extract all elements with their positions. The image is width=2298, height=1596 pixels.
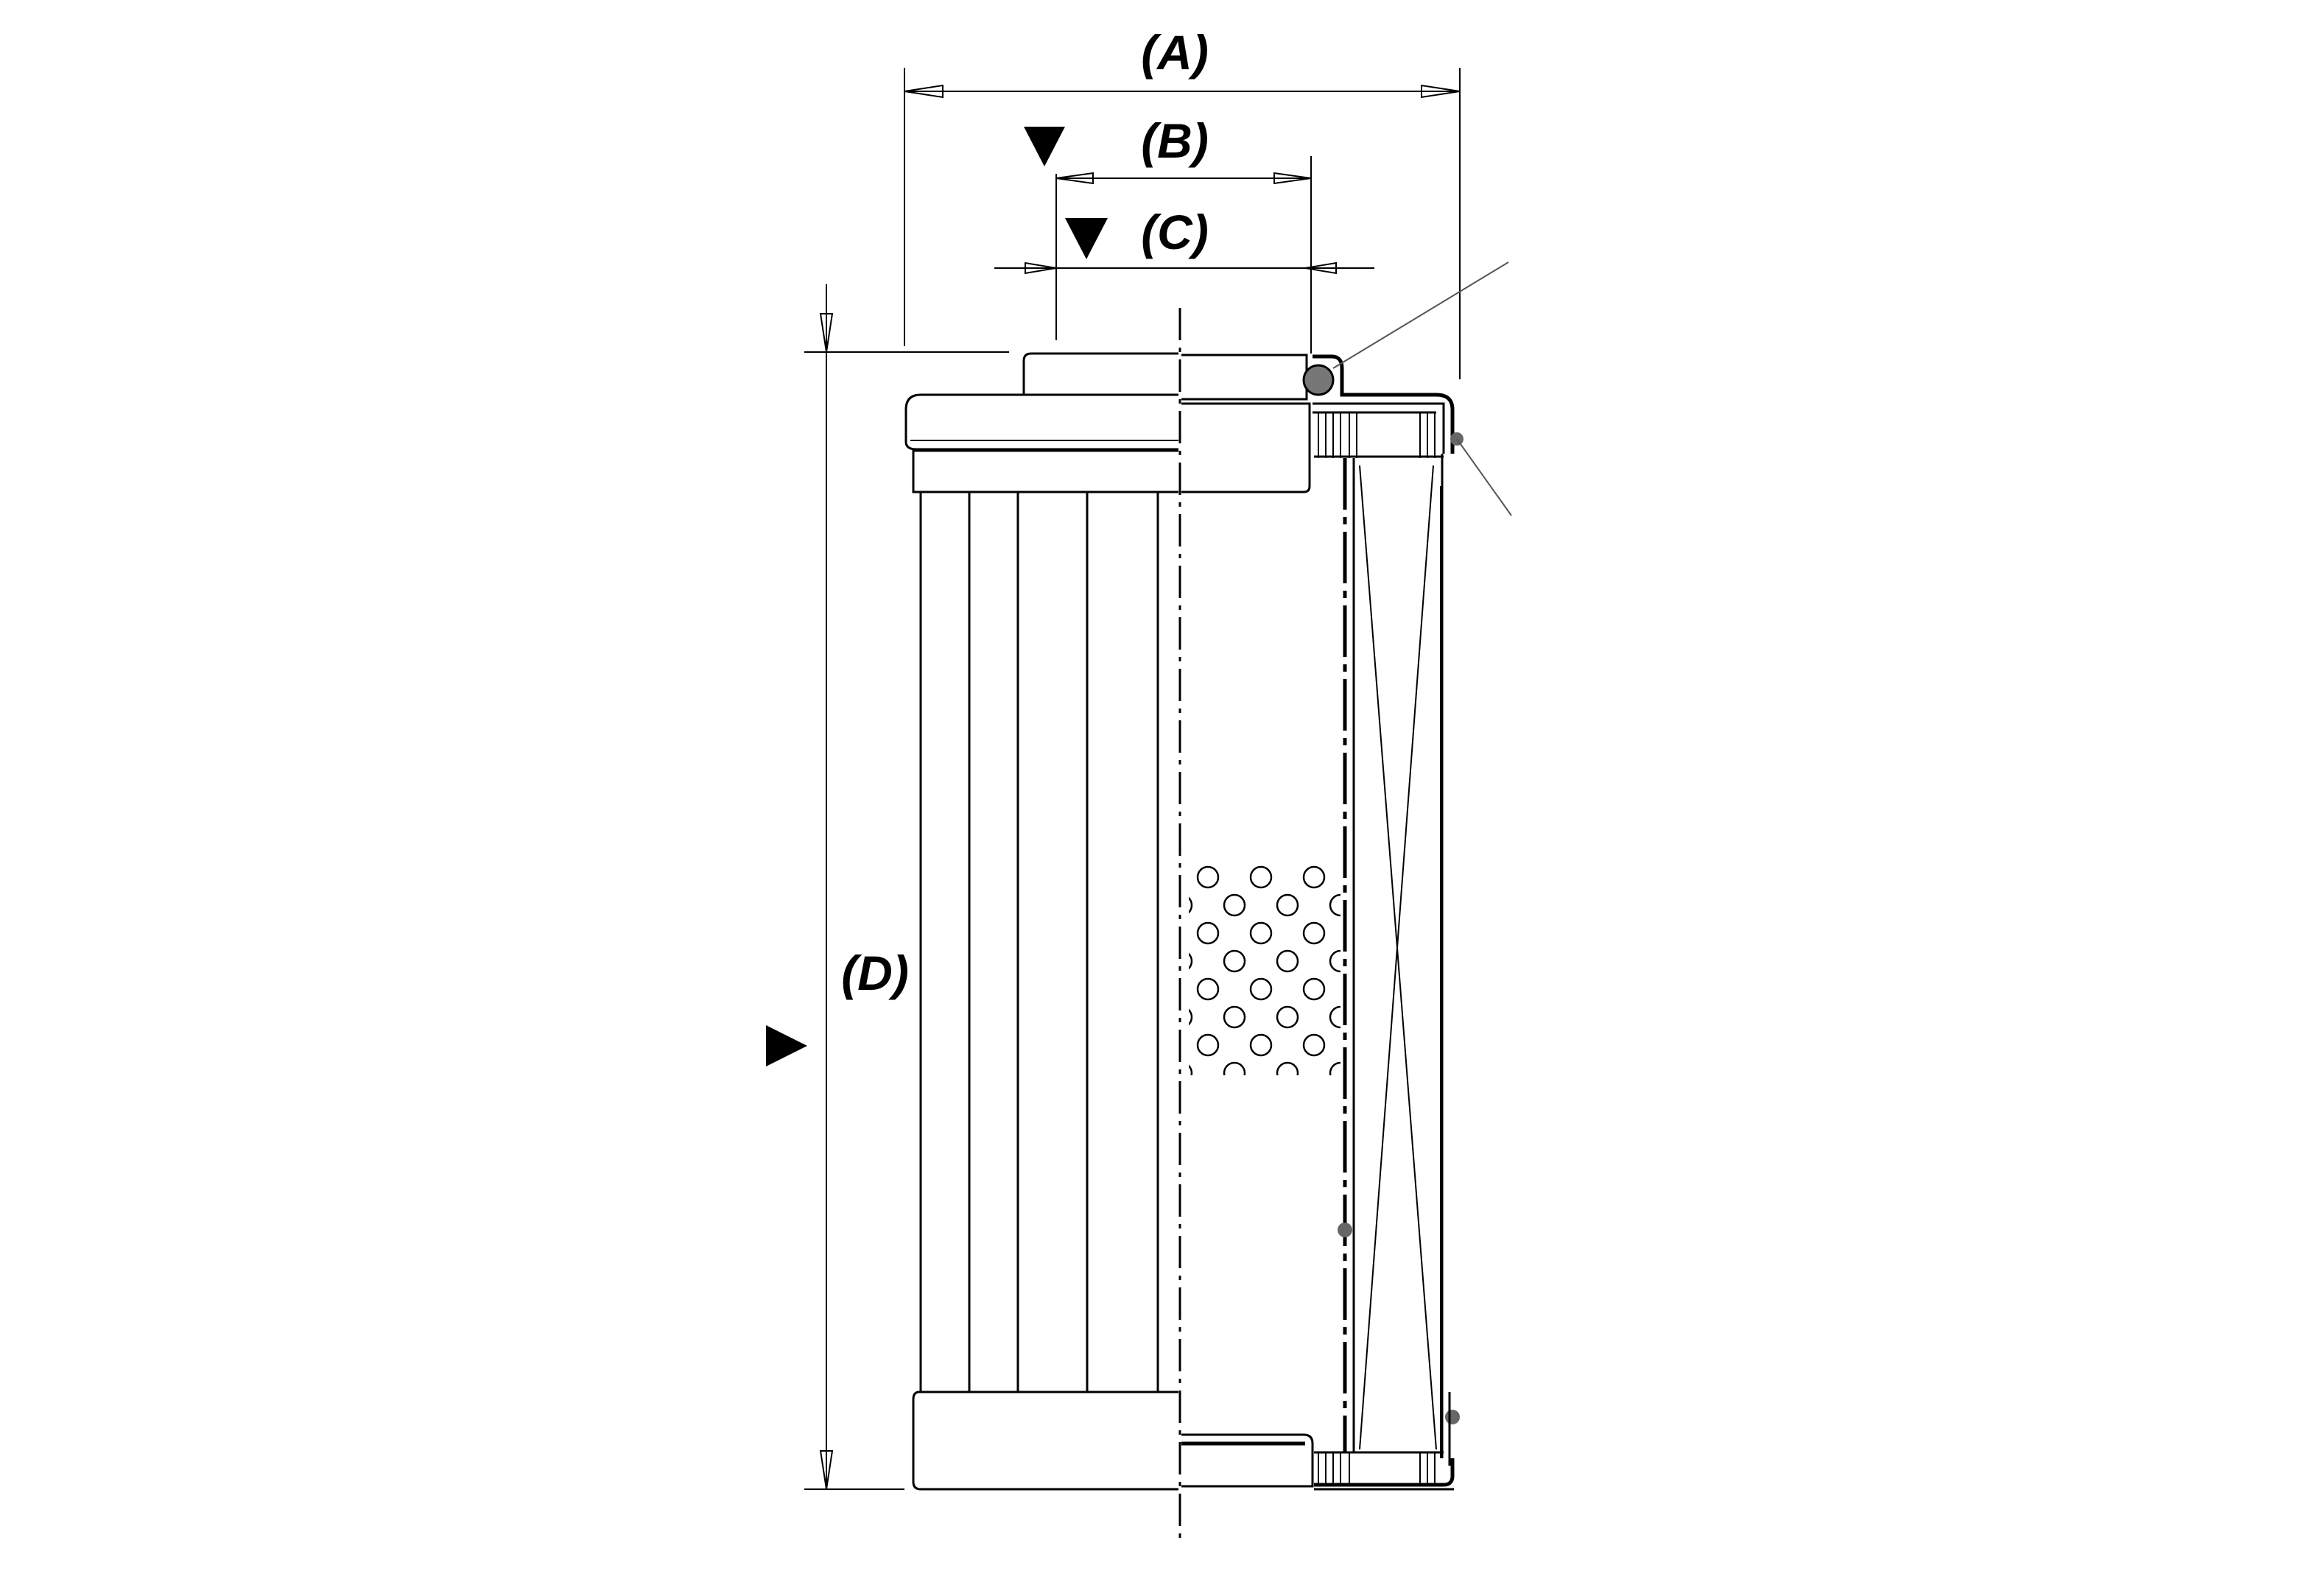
dimension-label-d: (D): [841, 946, 909, 1000]
arrowhead-right: [1421, 84, 1461, 99]
arrowhead-top: [819, 313, 834, 353]
top-mesh-band: [1314, 412, 1444, 458]
perforated-core: [1189, 862, 1340, 1075]
dimension-label-b: (B): [1141, 113, 1209, 168]
arrowhead-in-left: [1025, 261, 1057, 275]
triangle-marker-b: [1024, 127, 1065, 166]
dimension-label-c: (C): [1141, 205, 1209, 259]
dimension-b: (B): [1024, 113, 1312, 354]
media-cross: [1359, 465, 1434, 1450]
dimension-label-a: (A): [1141, 25, 1209, 80]
filter-section-half: [1181, 261, 1512, 1491]
triangle-marker-c: [1065, 218, 1108, 259]
arrowhead-in-right: [1304, 261, 1337, 275]
media-cross: [1359, 465, 1437, 1450]
dimension-a: (A): [904, 25, 1461, 379]
arrowhead-right: [1273, 172, 1312, 185]
top-cap-section: [1181, 354, 1308, 401]
filter-exterior-half: [904, 352, 1178, 1491]
arrowhead-left: [904, 84, 944, 99]
leader-line: [1456, 438, 1512, 516]
bottom-cap-section: [1181, 1433, 1314, 1488]
o-ring-seal: [1302, 364, 1335, 396]
leader-line: [1332, 261, 1509, 369]
bottom-end-cap: [912, 1391, 1178, 1491]
bottom-mesh-band: [1314, 1451, 1455, 1491]
top-spigot: [1022, 352, 1178, 396]
dimension-c: (C): [994, 205, 1374, 275]
top-end-cap: [904, 393, 1178, 451]
triangle-marker-d: [766, 1025, 807, 1066]
arrowhead-bottom: [819, 1450, 834, 1490]
arrowhead-left: [1055, 172, 1094, 185]
dimension-d: (D): [766, 284, 1009, 1490]
